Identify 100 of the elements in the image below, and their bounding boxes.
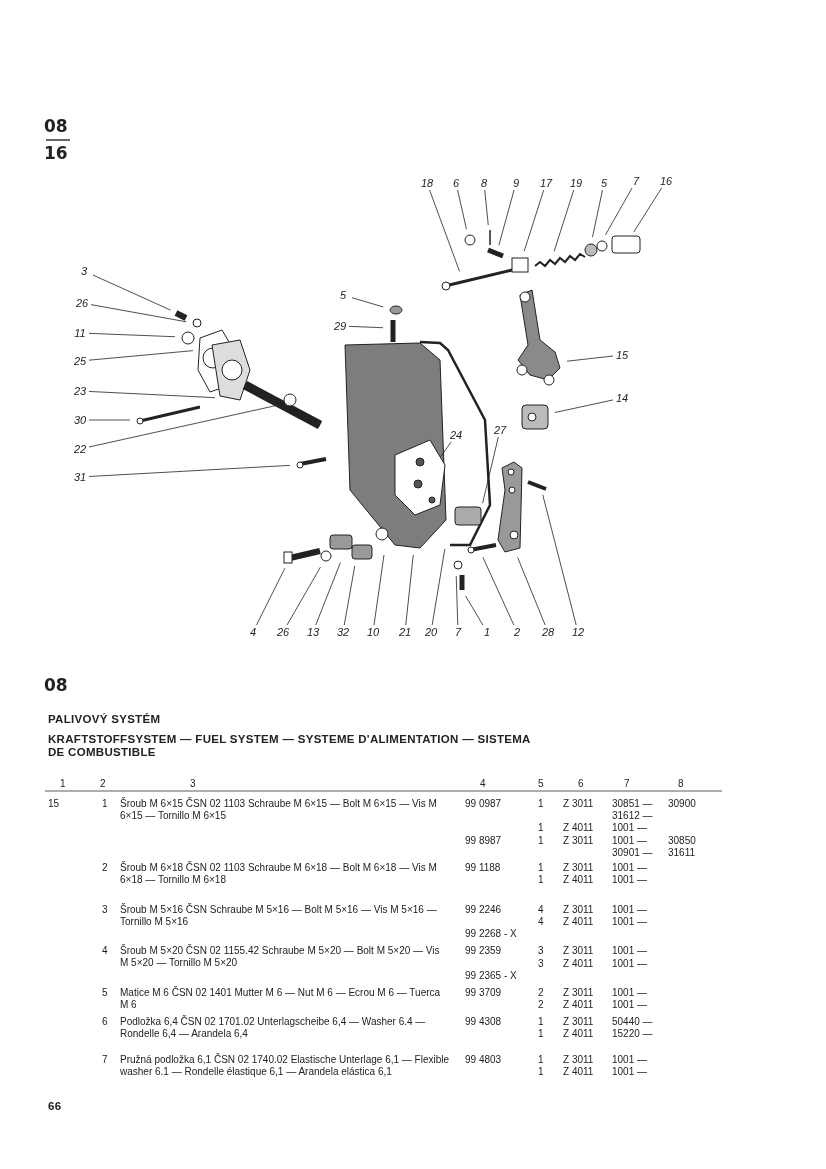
quantity: 3 <box>538 958 544 970</box>
leader-line <box>592 189 603 238</box>
model-code: Z 3011 <box>563 987 594 999</box>
leader-line <box>553 189 575 252</box>
quantity: 1 <box>538 1066 544 1078</box>
section-subtitle: KRAFTSTOFFSYSTEM — FUEL SYSTEM — SYSTEME D'ALIMENTATION — SISTEMA DE COMBUSTIBLE <box>48 733 532 759</box>
leader-line <box>566 355 614 362</box>
serial-range: 30851 — <box>612 798 653 810</box>
callout-number: 28 <box>539 625 557 639</box>
serial-range: 1001 — <box>612 904 648 916</box>
leader-line <box>517 557 546 626</box>
leader-line <box>633 187 662 233</box>
figure-number: 15 <box>48 798 60 810</box>
model-code: Z 3011 <box>563 945 594 957</box>
serial-range: 30900 <box>668 798 696 810</box>
callout-number: 6 <box>447 176 465 190</box>
model-code: Z 4011 <box>563 822 594 834</box>
serial-range: 30901 — <box>612 847 653 859</box>
order-number: 99 2365 - X <box>465 970 517 982</box>
group-number: 16 <box>44 143 68 163</box>
leader-line <box>457 189 467 230</box>
callout-number: 14 <box>613 391 631 405</box>
serial-range: 31611 <box>668 847 696 859</box>
leader-line <box>343 565 356 626</box>
model-code: Z 4011 <box>563 1066 594 1078</box>
leader-line <box>605 187 633 236</box>
column-number: 7 <box>624 778 630 790</box>
callout-number: 12 <box>569 625 587 639</box>
serial-range: 1001 — <box>612 874 648 886</box>
order-number: 99 2359 <box>465 945 502 957</box>
callout-number: 29 <box>331 319 349 333</box>
serial-range: 1001 — <box>612 835 648 847</box>
leader-line <box>465 595 484 626</box>
serial-range: 1001 — <box>612 1066 648 1078</box>
quantity: 1 <box>538 835 544 847</box>
quantity: 4 <box>538 916 544 928</box>
serial-range: 1001 — <box>612 822 648 834</box>
callout-number: 18 <box>418 176 436 190</box>
callout-number: 11 <box>71 326 89 340</box>
callout-number: 8 <box>475 176 493 190</box>
callout-number: 25 <box>71 354 89 368</box>
callout-number: 9 <box>507 176 525 190</box>
callout-number: 7 <box>449 625 467 639</box>
callout-number: 21 <box>396 625 414 639</box>
column-number: 8 <box>678 778 684 790</box>
leader-line <box>88 332 176 338</box>
order-number: 99 0987 <box>465 798 502 810</box>
quantity: 1 <box>538 874 544 886</box>
item-number: 5 <box>102 987 108 999</box>
serial-range: 1001 — <box>612 958 648 970</box>
leader-line <box>256 567 286 626</box>
item-number: 4 <box>102 945 108 957</box>
order-number: 99 2246 <box>465 904 502 916</box>
quantity: 2 <box>538 987 544 999</box>
callout-number: 5 <box>595 176 613 190</box>
leader-line <box>440 441 452 457</box>
leader-line <box>429 189 460 272</box>
leader-line <box>455 575 459 626</box>
leader-line <box>92 274 171 311</box>
item-number: 6 <box>102 1016 108 1028</box>
leader-line <box>348 325 384 329</box>
serial-range: 1001 — <box>612 916 648 928</box>
quantity: 1 <box>538 1016 544 1028</box>
callout-number: 15 <box>613 348 631 362</box>
column-number: 5 <box>538 778 544 790</box>
callout-number: 13 <box>304 625 322 639</box>
callout-number: 23 <box>71 384 89 398</box>
order-number: 99 8987 <box>465 835 502 847</box>
group-number: 08 <box>44 675 68 695</box>
serial-range: 1001 — <box>612 1054 648 1066</box>
quantity: 1 <box>538 1028 544 1040</box>
leader-line <box>90 304 187 323</box>
item-number: 1 <box>102 798 108 810</box>
leader-line <box>554 399 614 413</box>
model-code: Z 4011 <box>563 916 594 928</box>
model-code: Z 4011 <box>563 999 594 1011</box>
serial-range: 50440 — <box>612 1016 653 1028</box>
leader-line <box>523 189 545 252</box>
serial-range: 30850 <box>668 835 696 847</box>
leader-line <box>484 189 489 226</box>
part-description: Šroub M 5×20 ČSN 02 1155.42 Schraube M 5×20 — Bolt M 5×20 — Vis M 5×20 — Tornillo M 5×20 <box>120 945 441 969</box>
quantity: 1 <box>538 822 544 834</box>
serial-range: 1001 — <box>612 945 648 957</box>
leader-line <box>542 494 577 626</box>
part-description: Matice M 6 ČSN 02 1401 Mutter M 6 — Nut M 6 — Ecrou M 6 — Tuerca M 6 <box>120 987 442 1011</box>
callout-number: 5 <box>334 288 352 302</box>
item-number: 3 <box>102 904 108 916</box>
serial-range: 1001 — <box>612 999 648 1011</box>
page-number: 66 <box>48 1100 62 1113</box>
section-title: PALIVOVÝ SYSTÉM <box>48 713 161 726</box>
quantity: 1 <box>538 1054 544 1066</box>
column-number: 3 <box>190 778 196 790</box>
column-number: 6 <box>578 778 584 790</box>
leader-line <box>482 556 515 626</box>
callout-number: 32 <box>334 625 352 639</box>
leader-line <box>88 405 277 448</box>
column-number: 1 <box>60 778 66 790</box>
callout-number: 10 <box>364 625 382 639</box>
order-number: 99 4803 <box>465 1054 502 1066</box>
model-code: Z 4011 <box>563 958 594 970</box>
